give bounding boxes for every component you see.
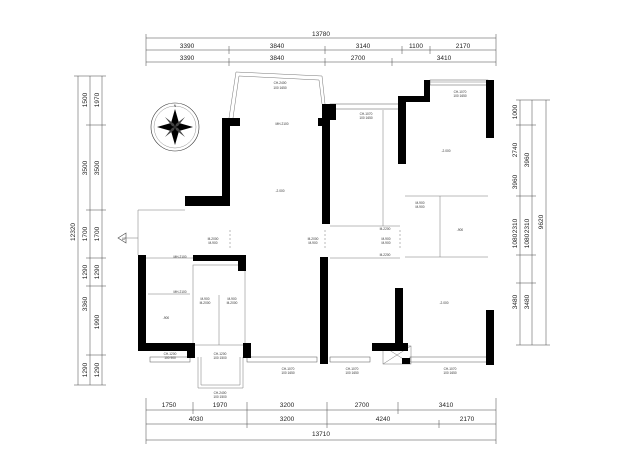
left-dim: 1700 (94, 226, 101, 241)
window-label: CH-1200 (164, 352, 177, 356)
entry-arrow-icon (117, 232, 138, 244)
left-dim: 1290 (94, 264, 101, 279)
left-dim: 1290 (82, 264, 89, 279)
door-label: M-2200 (380, 253, 391, 257)
left-dimensions: 12320 1500 3500 1700 1290 3360 1290 1970… (70, 75, 106, 386)
door-label: MH-2100 (275, 122, 288, 126)
top-dim: 3390 (180, 55, 195, 62)
left-total-dimension: 12320 (70, 223, 77, 241)
door-label: M-900 (381, 241, 390, 245)
window-label: CH-1070 (454, 90, 467, 94)
left-dim: 1970 (94, 92, 101, 107)
door-label: M-900 (308, 241, 317, 245)
window-label: CH-1200 (214, 352, 227, 356)
top-dim: 3840 (270, 43, 285, 50)
right-dim: 2310 (524, 218, 531, 233)
window-label: 100 900 (164, 356, 176, 360)
left-dim: 3360 (82, 296, 89, 311)
window-label: 100 1650 (359, 116, 373, 120)
window-label-balcony: 100 1650 (273, 86, 287, 90)
left-dim: 1500 (82, 92, 89, 107)
door-label: M-900 (208, 241, 217, 245)
level-label: -2.000 (441, 149, 450, 153)
door-label: M-900 (200, 297, 209, 301)
right-dimensions: 1000 2740 3960 2310 1080 3480 3960 2310 … (512, 99, 550, 346)
window-label: CH-1070 (346, 367, 359, 371)
window-label: 100 1500 (213, 356, 227, 360)
window-label: CH-1070 (282, 367, 295, 371)
left-dim: 1290 (82, 362, 89, 377)
door-label: M-900 (415, 205, 424, 209)
level-label: -900 (457, 228, 464, 232)
top-dimensions: 13780 3390 3840 3140 1100 2170 3390 3840… (145, 31, 497, 66)
outline-lines (137, 71, 491, 389)
bottom-dimensions: 1750 1970 3200 2700 3410 4030 3200 4240 … (145, 398, 497, 444)
level-label: -2.000 (275, 189, 284, 193)
right-dim: 3480 (512, 294, 519, 309)
door-label: M-2000 (208, 237, 219, 241)
top-dim: 2170 (456, 43, 471, 50)
top-total-dimension: 13780 (312, 31, 330, 38)
door-label: M-900 (415, 201, 424, 205)
bottom-dim: 3410 (439, 402, 454, 409)
left-dim: 1290 (94, 362, 101, 377)
door-label: M-2000 (200, 301, 211, 305)
right-total-dimension: 9620 (538, 214, 545, 229)
door-label: MH-2100 (173, 290, 186, 294)
bottom-dim: 1970 (213, 402, 228, 409)
entry-label: UP (122, 237, 126, 241)
left-dim: 1700 (82, 226, 89, 241)
level-label: -2.000 (439, 301, 448, 305)
compass-north-label: N (174, 104, 177, 108)
window-label: 100 1650 (281, 371, 295, 375)
door-label: M-900 (227, 297, 236, 301)
bottom-dim: 4240 (376, 416, 391, 423)
window-label: 100 1650 (443, 371, 457, 375)
window-label: 100 1650 (453, 94, 467, 98)
bottom-dim: 3200 (280, 416, 295, 423)
walls (138, 80, 494, 365)
window-label: CH-2400 (214, 391, 227, 395)
window-label-balcony: CH-2400 (274, 81, 287, 85)
window-label: 100 1650 (345, 371, 359, 375)
left-dim: 3500 (94, 160, 101, 175)
window-label: CH-1070 (444, 367, 457, 371)
top-dim: 3140 (356, 43, 371, 50)
bottom-dim: 1750 (162, 402, 177, 409)
bottom-dim: 2700 (355, 402, 370, 409)
window-label: CH-1070 (360, 112, 373, 116)
top-dim: 2700 (351, 55, 366, 62)
top-dim: 3390 (180, 43, 195, 50)
right-dim: 3960 (512, 174, 519, 189)
compass-rose: N (150, 102, 200, 152)
door-label: M-2200 (380, 227, 391, 231)
right-dim: 2740 (512, 142, 519, 157)
bottom-dim: 2170 (460, 416, 475, 423)
right-dim: 1000 (512, 104, 519, 119)
door-label: M-2000 (227, 301, 238, 305)
annotation-labels: CH-2400 100 1650 MH-2100 CH-1070 100 165… (122, 81, 467, 399)
right-dim: 2310 (512, 218, 519, 233)
left-dim: 3500 (82, 160, 89, 175)
left-dim: 1990 (94, 314, 101, 329)
top-dim: 3410 (437, 55, 452, 62)
top-dim: 1100 (409, 43, 423, 50)
bottom-dim: 3200 (280, 402, 295, 409)
bottom-total-dimension: 13710 (312, 431, 330, 438)
door-label: M-2000 (308, 237, 319, 241)
right-dim: 3960 (524, 152, 531, 167)
bottom-dim: 4030 (189, 416, 204, 423)
right-dim: 1080 (512, 233, 519, 248)
right-dim: 1080 (524, 233, 531, 248)
top-dim: 3840 (270, 55, 285, 62)
door-label: M-900 (381, 237, 390, 241)
right-dim: 3480 (524, 294, 531, 309)
window-label: 100 1500 (213, 395, 227, 399)
door-label: MH-2100 (173, 255, 186, 259)
level-label: -900 (163, 316, 170, 320)
